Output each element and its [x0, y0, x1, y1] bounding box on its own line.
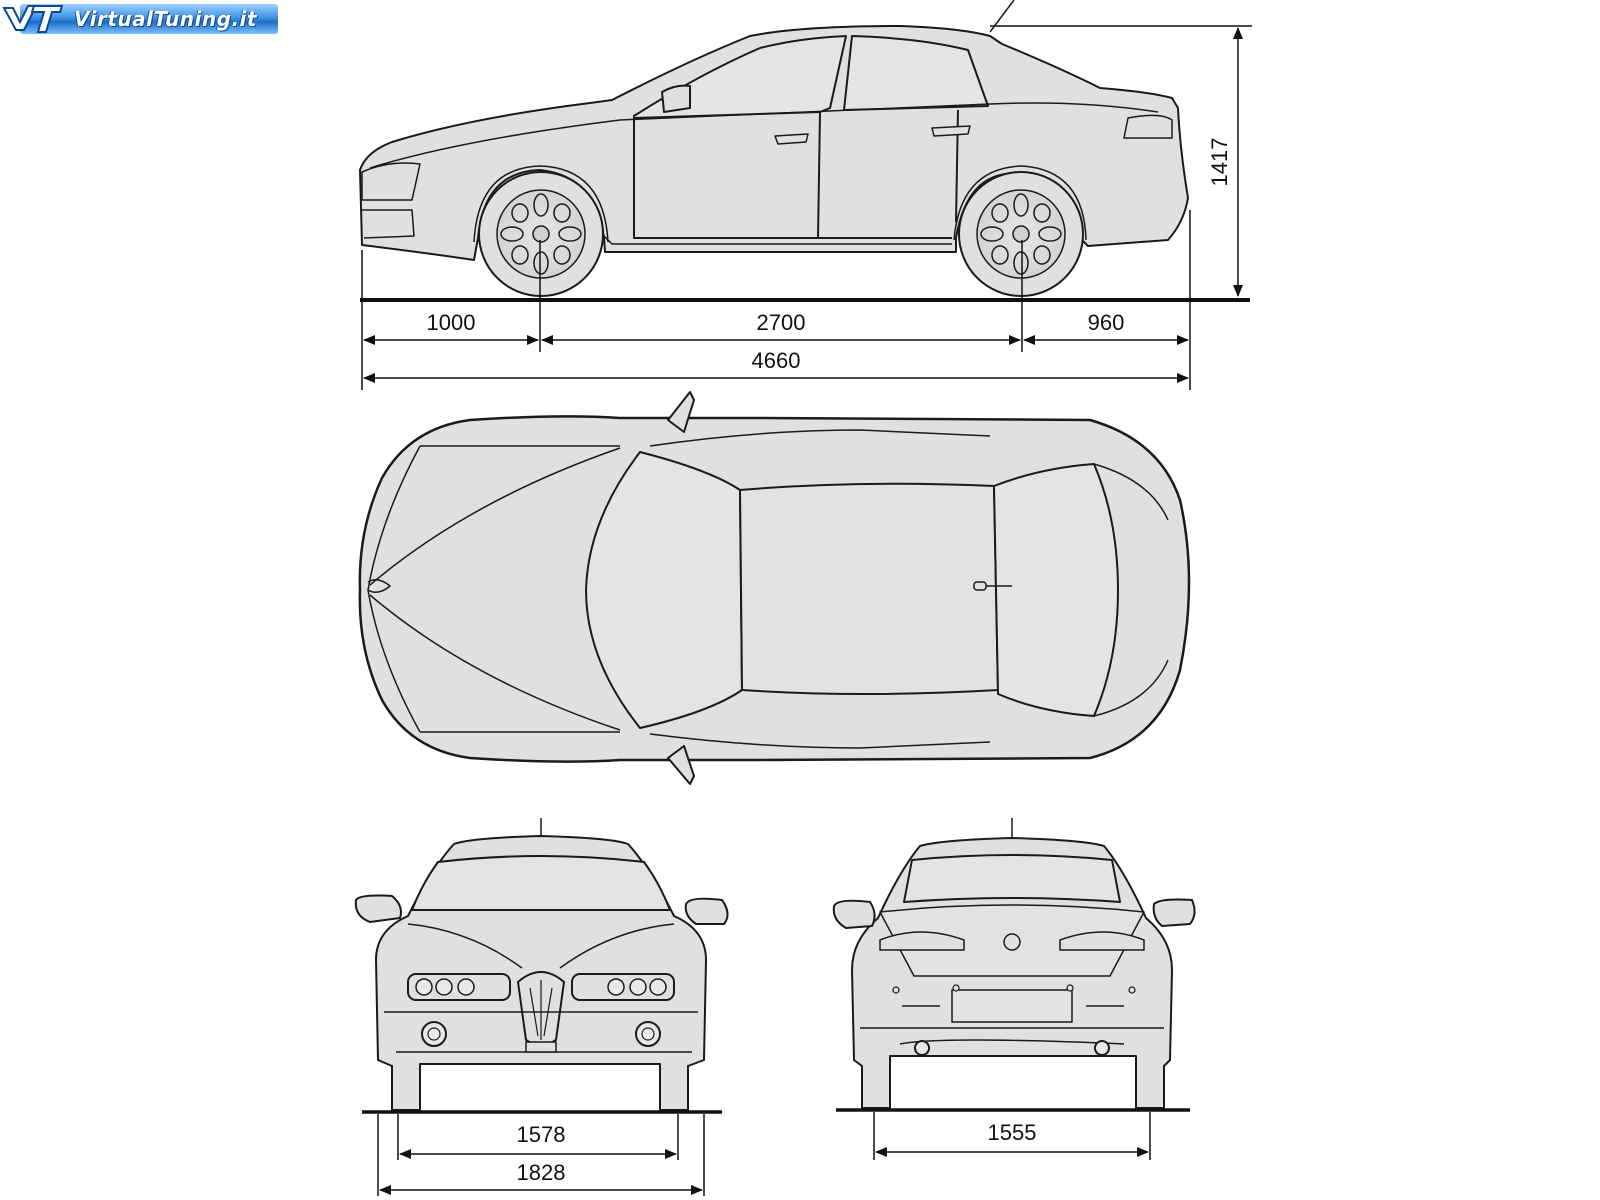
height-label: 1417	[1207, 138, 1232, 187]
overall-width-label: 1828	[517, 1160, 566, 1185]
rear-dimensions	[873, 1112, 1151, 1160]
front-right-mirror	[684, 897, 729, 925]
side-mirror	[661, 84, 691, 113]
top-view	[358, 391, 1191, 785]
rear-track-label: 1555	[988, 1120, 1037, 1145]
wheelbase-label: 2700	[757, 310, 806, 335]
site-logo: VirtualTuning.it	[0, 0, 280, 38]
front-track-label: 1578	[517, 1122, 566, 1147]
side-rear-wheel	[958, 171, 1084, 297]
logo-banner	[20, 4, 278, 34]
top-roof	[739, 482, 999, 695]
side-dimensions	[361, 25, 1252, 390]
side-view	[359, 0, 1189, 261]
front-left-mirror	[354, 894, 402, 923]
overall-length-label: 4660	[752, 348, 801, 373]
rear-right-mirror	[1152, 898, 1196, 927]
side-windows	[633, 35, 989, 119]
side-front-wheel	[478, 171, 604, 297]
rear-view	[832, 818, 1196, 1109]
top-left-mirror	[667, 391, 695, 433]
top-windshield	[585, 451, 743, 729]
rear-left-mirror	[832, 899, 876, 929]
logo-text: VirtualTuning.it	[74, 7, 257, 31]
rear-window	[903, 854, 1121, 903]
front-overhang-label: 1000	[427, 310, 476, 335]
front-windshield	[411, 855, 671, 911]
front-dimensions	[377, 1114, 705, 1196]
logo-vt-mark-icon	[2, 5, 64, 33]
top-right-mirror	[667, 745, 695, 785]
front-view	[354, 818, 729, 1111]
top-rear-window	[993, 463, 1119, 717]
rear-plate	[951, 989, 1073, 1023]
rear-overhang-label: 960	[1088, 310, 1125, 335]
